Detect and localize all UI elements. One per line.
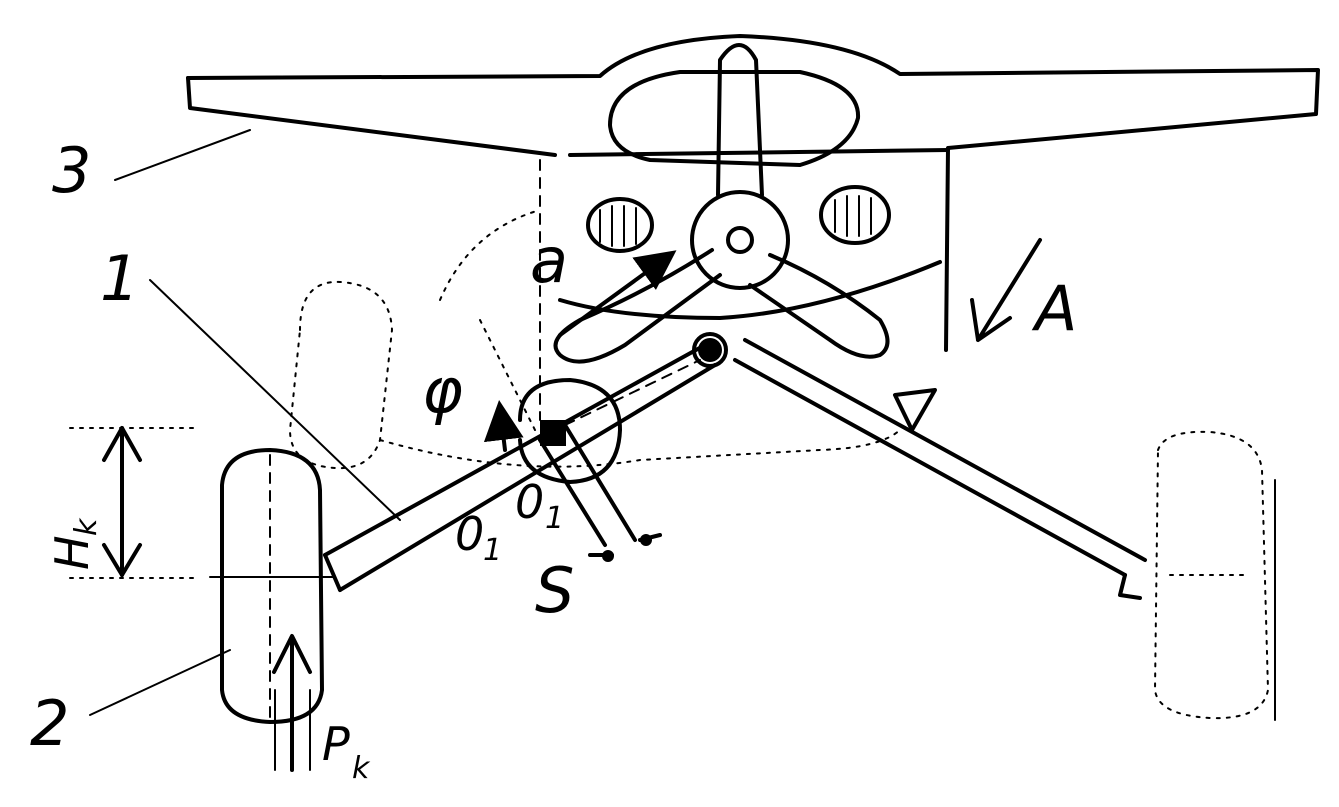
air-intake-left [586,197,654,253]
svg-text:0: 0 [515,475,544,529]
leader-line-2 [89,649,231,716]
label-strut-1: 1 [100,242,139,315]
label-airframe-3: 3 [52,134,91,207]
label-angle-phi: φ [422,354,463,427]
label-view-a: A [1031,272,1077,345]
arrow-a-direction [558,250,677,337]
svg-text:k: k [69,517,104,536]
wing [186,34,1320,421]
svg-text:k: k [352,751,371,786]
canopy [608,70,861,167]
label-travel-s: S [535,554,574,627]
svg-text:0: 0 [455,507,484,561]
label-arc-a: a [530,224,568,297]
pivot-mechanism [518,359,701,547]
svg-text:P: P [322,717,350,771]
leader-line-3 [114,129,251,181]
swing-arc [379,429,901,468]
label-hk: H k [45,517,104,570]
right-strut [733,338,1147,600]
view-arrow-a [970,238,1042,342]
wheel-force-arrow [272,634,312,772]
fuselage-bottom [558,260,942,320]
leader-line-1 [149,279,401,521]
svg-text:H: H [45,535,99,570]
label-pk: P k [322,717,371,786]
air-intake-right [819,185,891,245]
angle-phi-arrow [483,400,524,452]
svg-text:1: 1 [545,501,564,536]
stroke-height-arrow [69,426,201,579]
retracted-wheel-outline [288,280,394,470]
svg-text:1: 1 [483,533,502,568]
right-wheel [1153,430,1276,721]
left-strut [323,332,728,592]
label-pivot-o1-left: 0 1 [455,507,502,568]
label-pivot-o1-right: 0 1 [515,475,564,536]
left-wheel [209,448,336,724]
label-wheel-2: 2 [30,687,69,760]
